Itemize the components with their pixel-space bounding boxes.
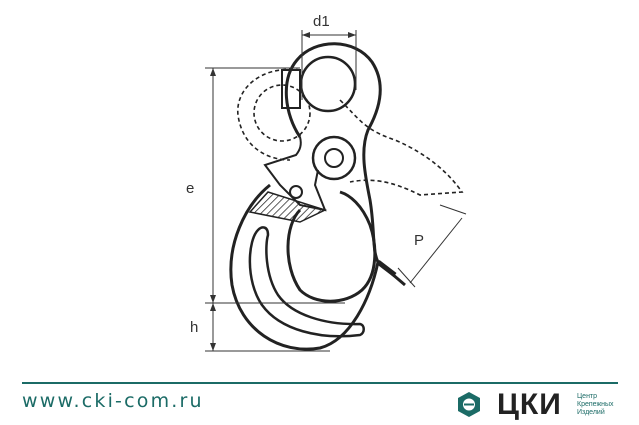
- tagline-line: Крепежных: [577, 401, 614, 408]
- label-h: h: [190, 319, 198, 336]
- website-url[interactable]: www.cki-com.ru: [22, 390, 204, 412]
- dimension-lines: [205, 30, 467, 352]
- label-d1: d1: [313, 13, 330, 30]
- brand-tagline: Центр Крепежных Изделий: [577, 393, 614, 417]
- label-p: P: [414, 232, 424, 249]
- logo-hex-icon: [458, 392, 480, 417]
- dashed-latch-open: [237, 68, 464, 196]
- tagline-line: Изделий: [577, 409, 605, 416]
- brand-logo-text: ЦКИ: [497, 388, 562, 421]
- hatched-section: [248, 191, 328, 223]
- tagline-line: Центр: [577, 393, 598, 400]
- label-e: e: [186, 180, 194, 197]
- hook-outline: [229, 42, 406, 351]
- dimension-arrows: [210, 32, 356, 351]
